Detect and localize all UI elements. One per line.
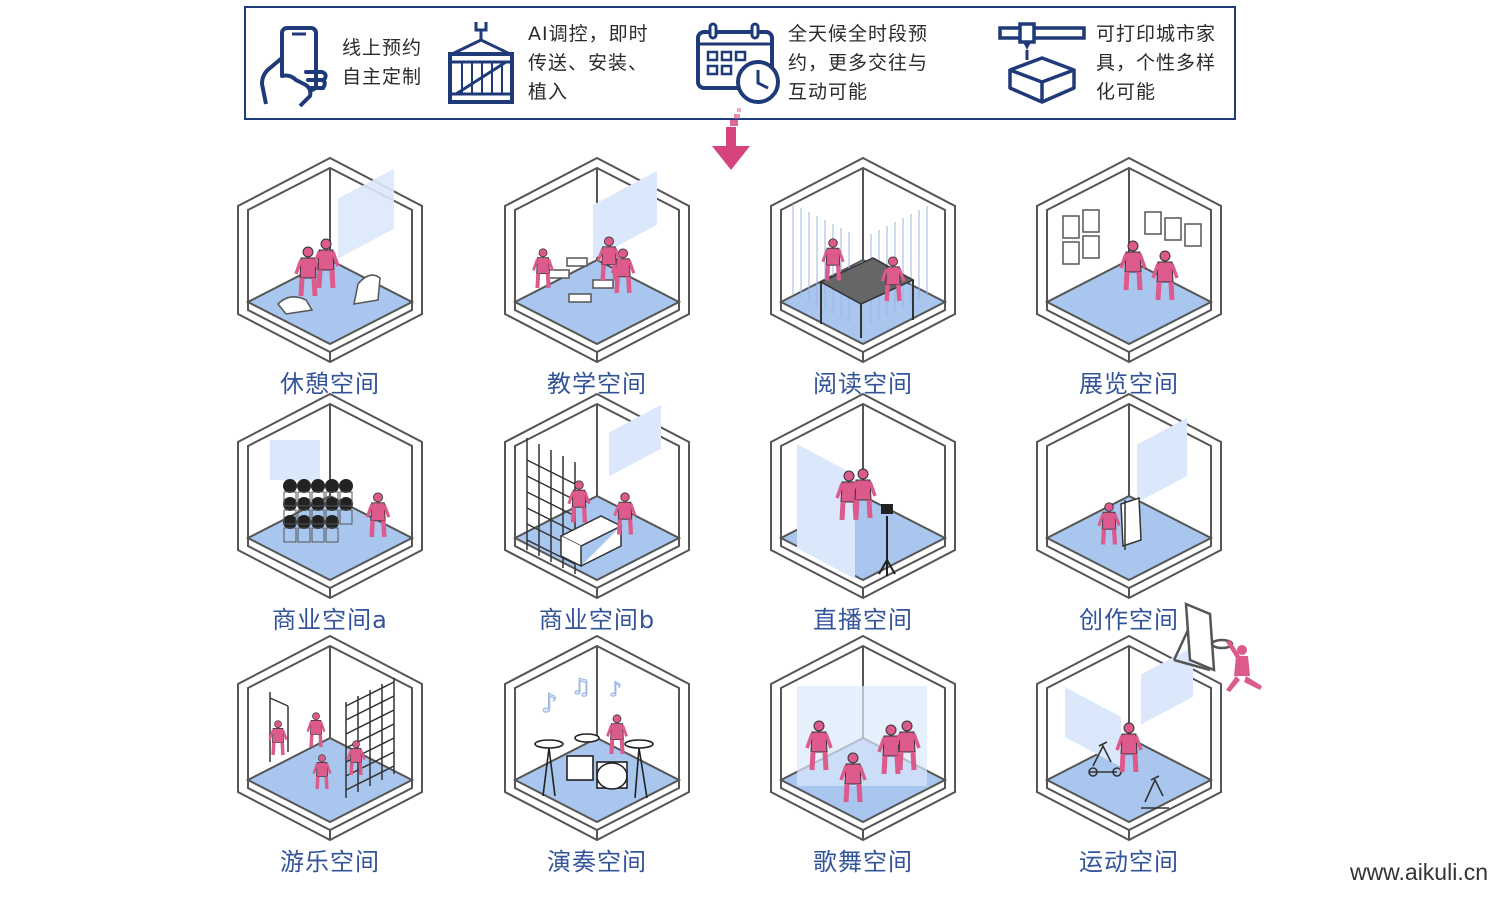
calendar-clock-icon: [696, 22, 780, 104]
person-figure: [1151, 250, 1179, 301]
space-label: 运动空间: [1079, 848, 1179, 876]
space-label: 商业空间b: [538, 606, 656, 634]
room-illustration: [504, 392, 690, 600]
person-figure: [567, 480, 591, 523]
person-figure: [532, 248, 554, 289]
person-figure: [365, 492, 391, 538]
person-figure: [306, 712, 326, 748]
pixel-arrow-icon: [712, 108, 750, 170]
space-cell-sport: 运动空间: [1029, 632, 1229, 876]
space-label: 创作空间: [1079, 606, 1179, 634]
person-figure: [1119, 240, 1147, 291]
room-contents: [792, 204, 928, 338]
person-figure: [294, 246, 322, 297]
room-contents: [1065, 646, 1193, 809]
feature-3d-print-furniture: 可打印城市家 具，个性多样 化可能: [996, 8, 1216, 118]
feature-text: 全天候全时段预 约，更多交往与 互动可能: [788, 22, 929, 103]
room-contents: [526, 404, 661, 574]
basketball-hoop-icon: [1172, 602, 1262, 692]
feature-all-day-booking: 全天候全时段预 约，更多交往与 互动可能: [694, 8, 928, 118]
room-contents: [797, 444, 896, 579]
person-figure: [613, 492, 637, 535]
space-cell-read: 阅读空间: [763, 154, 963, 398]
room-contents: ♪ ♫ ♪: [534, 675, 654, 799]
room-contents: [532, 170, 657, 303]
space-cell-live: 直播空间: [763, 390, 963, 634]
person-figure: [805, 720, 833, 771]
person-figure: [268, 720, 288, 756]
room-illustration: [1036, 156, 1222, 364]
room-illustration: [237, 392, 423, 600]
room-illustration: [1036, 634, 1222, 842]
room-illustration: [237, 634, 423, 842]
room-illustration: [770, 634, 956, 842]
person-figure: [880, 256, 906, 302]
space-cell-rest: 休憩空间: [230, 154, 430, 398]
space-cell-plants: 商业空间a: [230, 390, 430, 634]
feature-text: AI调控，即时 传送、安装、 植入: [528, 22, 649, 103]
feature-text: 线上预约 自主定制: [342, 37, 423, 88]
svg-text:♫: ♫: [571, 675, 591, 700]
svg-text:♪: ♪: [541, 689, 558, 719]
space-label: 演奏空间: [547, 848, 647, 876]
person-figure: [849, 468, 877, 519]
room-illustration: [1036, 392, 1222, 600]
space-cell-create: 创作空间: [1029, 390, 1229, 634]
person-figure: [312, 754, 332, 790]
person-figure: [312, 238, 340, 289]
room-contents: [268, 678, 395, 798]
space-cell-teach: 教学空间: [497, 154, 697, 398]
space-cell-music: ♪ ♫ ♪ 演奏空间: [497, 632, 697, 876]
space-label: 直播空间: [813, 606, 913, 634]
phone-hand-icon: [260, 26, 328, 108]
person-figure: [346, 740, 366, 776]
space-cell-play: 游乐空间: [230, 632, 430, 876]
crane-container-icon: [448, 22, 514, 104]
room-contents: [1097, 417, 1187, 550]
room-illustration: ♪ ♫ ♪: [504, 634, 690, 842]
person-figure: [596, 236, 622, 282]
feature-ai-control: AI调控，即时 传送、安装、 植入: [442, 8, 649, 118]
space-cell-dance: 歌舞空间: [763, 632, 963, 876]
room-illustration: [770, 156, 956, 364]
space-cell-exhibit: 展览空间: [1029, 154, 1229, 398]
room-illustration: [770, 392, 956, 600]
3d-printer-icon: [998, 22, 1086, 104]
person-figure: [821, 238, 845, 281]
room-contents: [797, 686, 927, 803]
space-label: 歌舞空间: [813, 848, 913, 876]
room-contents: [276, 168, 394, 315]
room-contents: [270, 440, 391, 543]
room-illustration: [504, 156, 690, 364]
person-figure: [1097, 502, 1121, 545]
svg-text:♪: ♪: [609, 677, 622, 701]
feature-text: 可打印城市家 具，个性多样 化可能: [1096, 22, 1217, 103]
watermark: www.aikuli.cn: [1349, 859, 1488, 885]
room-contents: [1062, 209, 1202, 301]
space-label: 商业空间a: [272, 606, 388, 634]
room-illustration: [237, 156, 423, 364]
person-figure: [893, 720, 921, 771]
person-figure: [839, 752, 867, 803]
space-label: 游乐空间: [280, 848, 380, 876]
feature-online-booking: 线上预约 自主定制: [256, 8, 422, 118]
feature-bar: 线上预约 自主定制 AI调控，即时 传送、安装、 植入: [244, 6, 1236, 120]
person-figure: [1115, 722, 1143, 773]
person-figure: [606, 714, 628, 755]
space-cell-shop: 商业空间b: [497, 390, 697, 634]
